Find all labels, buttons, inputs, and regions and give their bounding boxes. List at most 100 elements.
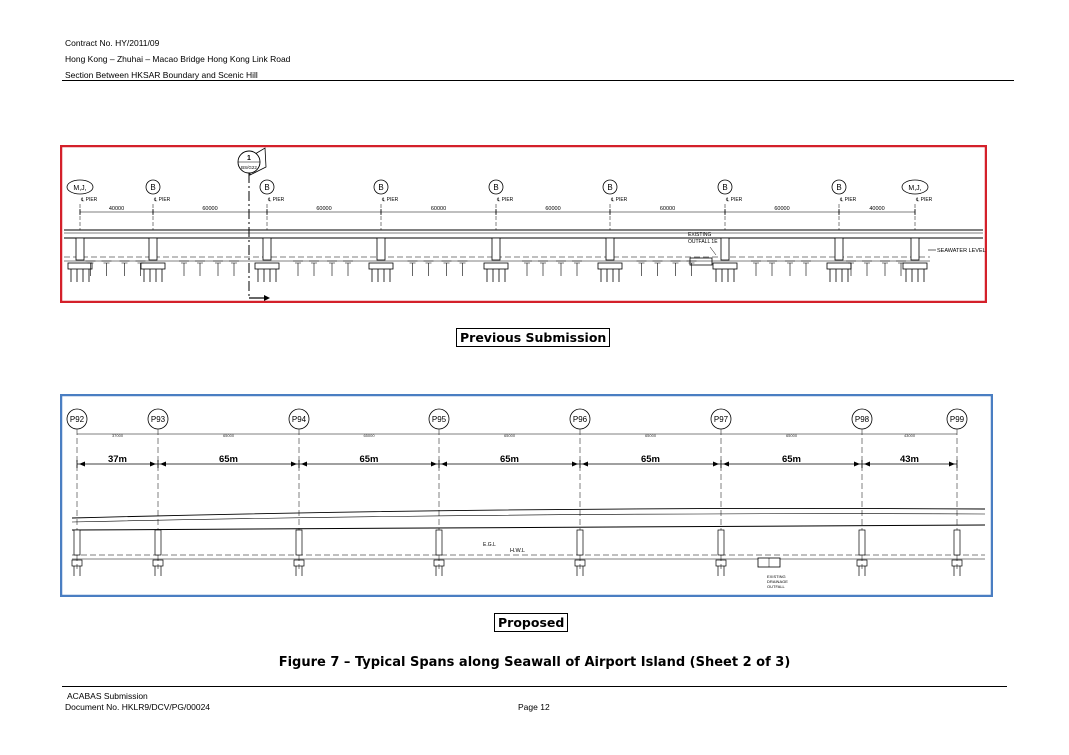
pile-cap [254, 262, 280, 270]
pier-column [910, 237, 920, 261]
outfall-leader [709, 246, 717, 256]
pier-bubble [259, 179, 275, 195]
span-arrow-left [301, 461, 307, 467]
span-arrow-right [291, 461, 297, 467]
span-dimension: 40000 [869, 206, 884, 212]
span-dimension: 40000 [109, 206, 124, 212]
span-dimension: 60000 [545, 206, 560, 212]
seawall-mark [85, 260, 96, 276]
seawall-mark [862, 260, 872, 276]
pile-cap [368, 262, 394, 270]
seawall-mark [846, 260, 856, 276]
seawall-mark [880, 260, 890, 276]
pier-bubble-label: B [264, 183, 269, 192]
pier-bubble [373, 179, 389, 195]
span-length-label: 65m [219, 454, 238, 465]
section-name: Section Between HKSAR Boundary and Sceni… [65, 70, 258, 80]
deck-line [71, 513, 986, 523]
pier-centerline-label: ℄ PIER [267, 197, 285, 203]
seawall-mark [179, 260, 189, 276]
seawall-mark [309, 260, 319, 276]
outfall-label-2: OUTFALL 1E [688, 239, 718, 245]
deck-soffit [71, 524, 986, 531]
span-length-label: 65m [782, 454, 801, 465]
pier-column [376, 237, 386, 261]
seawall-mark [293, 260, 303, 276]
pier-column [154, 529, 162, 556]
span-arrow-left [723, 461, 729, 467]
pier-column [435, 529, 443, 556]
pier-column [491, 237, 501, 261]
seawall-mark [407, 260, 418, 276]
pier-bubble-label: M,J, [908, 185, 921, 192]
figure-title: Figure 7 – Typical Spans along Seawall o… [278, 655, 791, 670]
pile-cap [715, 559, 727, 567]
pile-cap [152, 559, 164, 567]
pile-cap [826, 262, 852, 270]
span-arrow-left [79, 461, 85, 467]
seawall-mark [441, 260, 452, 276]
seawall-mark [556, 260, 566, 276]
drainage-label-3: OUTFALL [767, 584, 786, 589]
proposed-caption: Proposed [494, 613, 569, 632]
span-fine-dimension: 37000 [112, 433, 124, 438]
pier-label: P92 [70, 415, 85, 424]
pile-cap [712, 262, 738, 270]
pier-bubble [831, 179, 847, 195]
pier-bubble-label: B [722, 183, 727, 192]
seawall-mark [101, 260, 112, 276]
span-arrow-left [160, 461, 166, 467]
pier-bubble-label: B [607, 183, 612, 192]
span-arrow-right [150, 461, 156, 467]
outfall-label: EXISTING [688, 232, 711, 238]
pile-cap [951, 559, 963, 567]
pier-bubble [66, 179, 94, 195]
span-fine-dimension: 65000 [786, 433, 798, 438]
pier-label: P93 [151, 415, 166, 424]
span-length-label: 37m [108, 454, 127, 465]
span-arrow-right [854, 461, 860, 467]
pier-column [148, 237, 158, 261]
section-cut-arrowhead [264, 295, 270, 301]
footer-document-number: Document No. HKLR9/DCV/PG/00024 [65, 702, 211, 712]
proposed-frame [60, 394, 993, 597]
pier-bubble [602, 179, 618, 195]
pier-column [720, 237, 730, 261]
pier-centerline-label: ℄ PIER [839, 197, 857, 203]
pile-cap [67, 262, 93, 270]
previous-frame [60, 145, 987, 303]
pier-label: P94 [292, 415, 307, 424]
hwl-label: H.W.L [510, 548, 525, 554]
pier-bubble [901, 179, 929, 195]
pier-column [834, 237, 844, 261]
span-length-label: 65m [641, 454, 660, 465]
drainage-label: EXISTING [767, 574, 786, 579]
pile-cap [856, 559, 868, 567]
seawall-mark [195, 260, 205, 276]
pile-cap [574, 559, 586, 567]
span-dimension: 60000 [202, 206, 217, 212]
pier-centerline-label: ℄ PIER [80, 197, 98, 203]
pier-column [605, 237, 615, 261]
pile-cap [71, 559, 83, 567]
seawall-mark [636, 260, 647, 276]
outfall-box [689, 257, 713, 266]
pile-cap [293, 559, 305, 567]
span-arrow-right [431, 461, 437, 467]
span-arrow-left [441, 461, 447, 467]
span-dimension: 60000 [316, 206, 331, 212]
span-arrow-left [864, 461, 870, 467]
seawall-mark [522, 260, 532, 276]
pier-column [858, 529, 866, 556]
seawall-mark [686, 260, 697, 276]
span-fine-dimension: 43000 [904, 433, 916, 438]
pier-bubble [717, 179, 733, 195]
span-length-label: 65m [359, 454, 378, 465]
pier-bubble-label: M,J, [73, 185, 86, 192]
seawall-mark [229, 260, 239, 276]
pile-cap [433, 559, 445, 567]
seawall-mark [457, 260, 468, 276]
